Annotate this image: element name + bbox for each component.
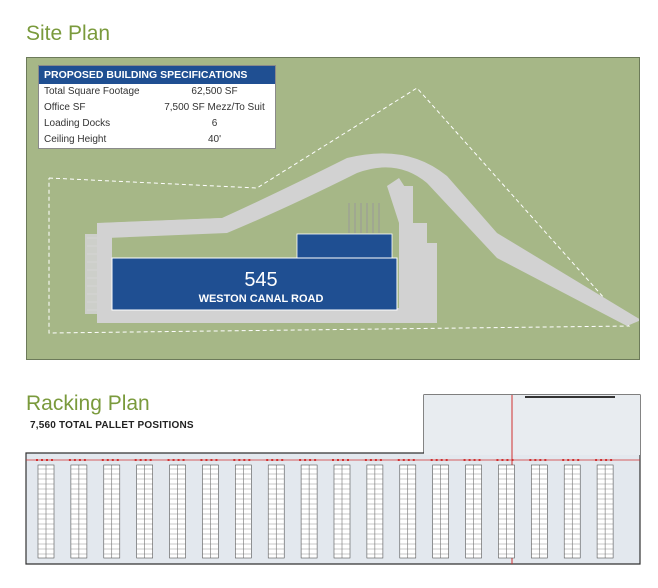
- mezzanine-area: [424, 395, 640, 455]
- dock-stalls: [348, 203, 380, 233]
- rack-row: [200, 459, 221, 559]
- building-specifications-table: PROPOSED BUILDING SPECIFICATIONS Total S…: [38, 65, 276, 149]
- racking-plan-drawing: [25, 394, 641, 565]
- building-number: 545: [244, 269, 277, 291]
- spec-label: Office SF: [44, 102, 86, 113]
- parking-area-mid: [405, 213, 413, 243]
- rack-row: [529, 459, 550, 559]
- building-footprint: [111, 257, 398, 311]
- pallet-positions-caption: 7,560 TOTAL PALLET POSITIONS: [30, 420, 194, 431]
- site-plan-map: 545 WESTON CANAL ROAD: [26, 57, 640, 360]
- spec-row: Total Square Footage 62,500 SF: [39, 84, 275, 100]
- rack-row: [167, 459, 188, 559]
- property-boundary: [48, 87, 631, 334]
- spec-value: 6: [211, 118, 218, 129]
- rack-row: [233, 459, 254, 559]
- racking-plan-title: Racking Plan: [26, 392, 150, 415]
- rack-row: [430, 459, 451, 559]
- parking-area-left: [85, 234, 97, 314]
- parking-area-right: [427, 243, 437, 323]
- spec-label: Loading Docks: [44, 118, 111, 129]
- spec-row: Loading Docks 6: [39, 116, 275, 132]
- rack-rows: [26, 459, 640, 559]
- rack-row: [68, 459, 89, 559]
- rack-row: [463, 459, 484, 559]
- rack-row: [496, 459, 517, 559]
- spec-value: 40': [207, 134, 222, 145]
- office-block: [296, 233, 393, 261]
- rack-row: [101, 459, 122, 559]
- rack-row: [266, 459, 287, 559]
- rack-row: [397, 459, 418, 559]
- rack-row: [134, 459, 155, 559]
- rack-row: [36, 459, 56, 559]
- rack-row: [364, 459, 385, 559]
- building-street: WESTON CANAL ROAD: [199, 293, 324, 305]
- rack-row: [332, 459, 352, 559]
- spec-label: Total Square Footage: [44, 86, 140, 97]
- spec-value: 62,500 SF: [191, 86, 238, 97]
- rack-row: [562, 459, 583, 559]
- site-plan-title: Site Plan: [26, 22, 111, 45]
- spec-row: Ceiling Height 40': [39, 132, 275, 148]
- parking-loop: [97, 218, 427, 323]
- spec-label: Ceiling Height: [44, 134, 107, 145]
- spec-value: 7,500 SF Mezz/To Suit: [164, 102, 265, 113]
- side-lane: [399, 186, 413, 311]
- spec-row: Office SF 7,500 SF Mezz/To Suit: [39, 100, 275, 116]
- site-plan-drawing: 545 WESTON CANAL ROAD: [48, 87, 639, 334]
- specifications-header: PROPOSED BUILDING SPECIFICATIONS: [39, 66, 275, 84]
- rack-row: [299, 459, 320, 559]
- rack-row: [595, 459, 616, 559]
